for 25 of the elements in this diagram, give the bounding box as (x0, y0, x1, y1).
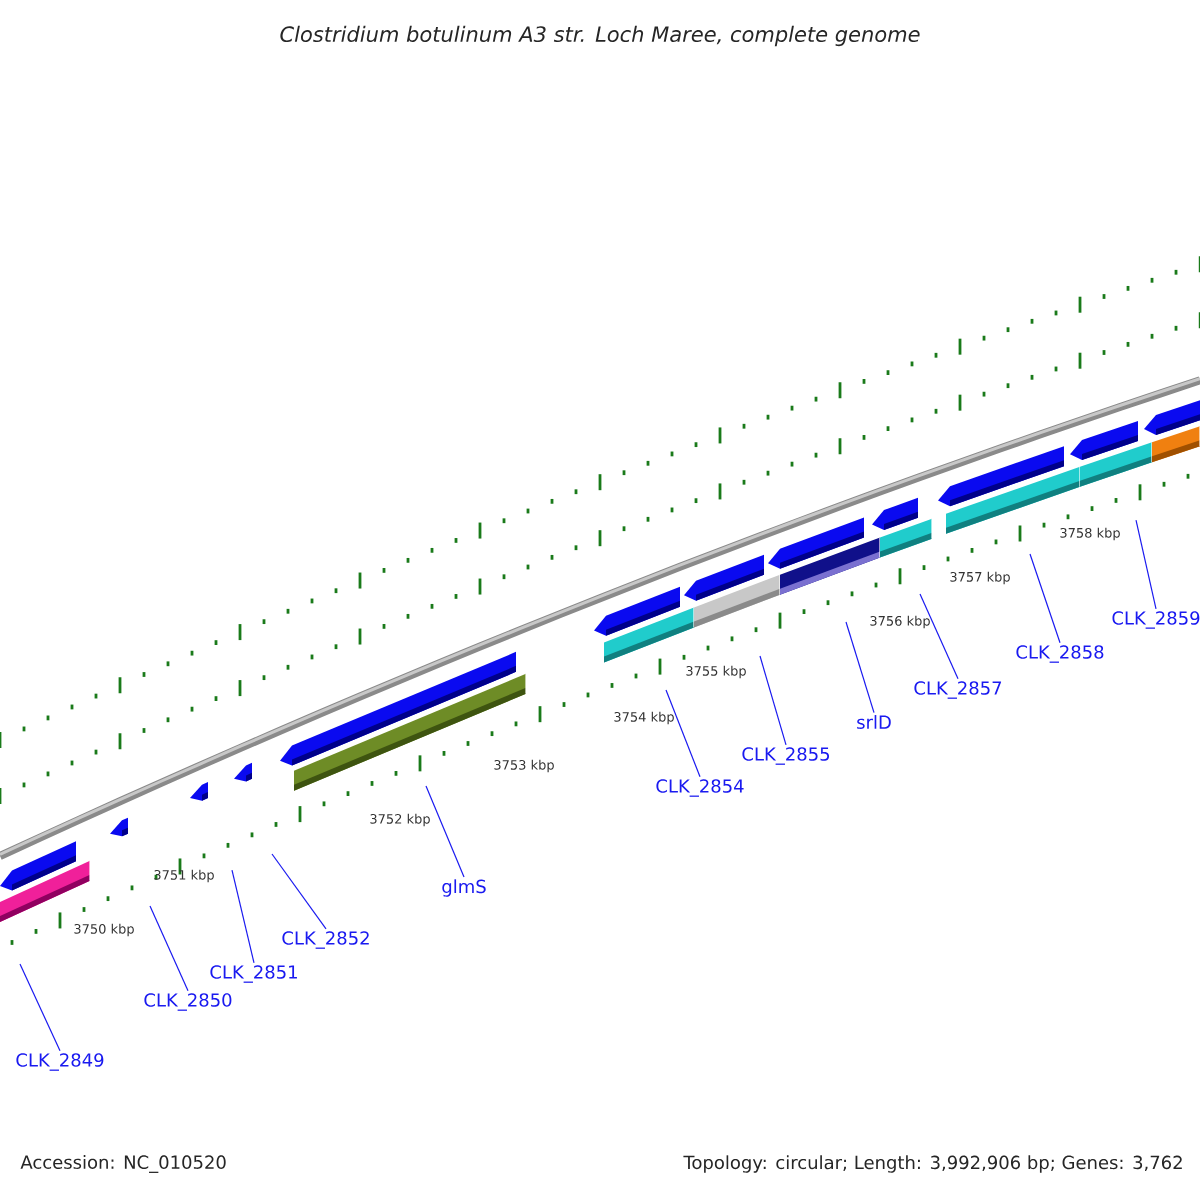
gene-label: CLK_2859 (1112, 611, 1200, 629)
gene-label: srlD (857, 715, 891, 729)
gene-label: CLK_2854 (656, 779, 744, 797)
leader-line (759, 655, 787, 746)
title: Clostridium botulinum A3 str. Loch Maree, complete genome (280, 25, 920, 47)
gene-label: glmS (442, 879, 486, 897)
gene-label: CLK_2849 (16, 1053, 104, 1071)
gene-label: CLK_2852 (282, 931, 369, 949)
gene-label: CLK_2851 (210, 965, 297, 983)
leader-line (845, 621, 875, 714)
leader-line (425, 785, 465, 878)
gene-label: CLK_2858 (1016, 645, 1104, 663)
footer-text: Topology: circular; Length: 3,992,906 bp; Genes: 3,762 (683, 1155, 1182, 1173)
leader-line (149, 905, 189, 992)
leader-line (919, 593, 959, 680)
leader-line (1029, 553, 1061, 644)
footer-text: Accession: NC_010520 (20, 1155, 226, 1173)
leader-line (231, 869, 255, 964)
leader-line (1135, 519, 1157, 610)
gene-label: CLK_2857 (914, 681, 1002, 699)
leader-line (665, 689, 701, 778)
leader-line (19, 963, 61, 1052)
gene-label: CLK_2855 (742, 747, 830, 765)
leader-line (271, 853, 327, 930)
gene-label: CLK_2850 (144, 993, 232, 1011)
